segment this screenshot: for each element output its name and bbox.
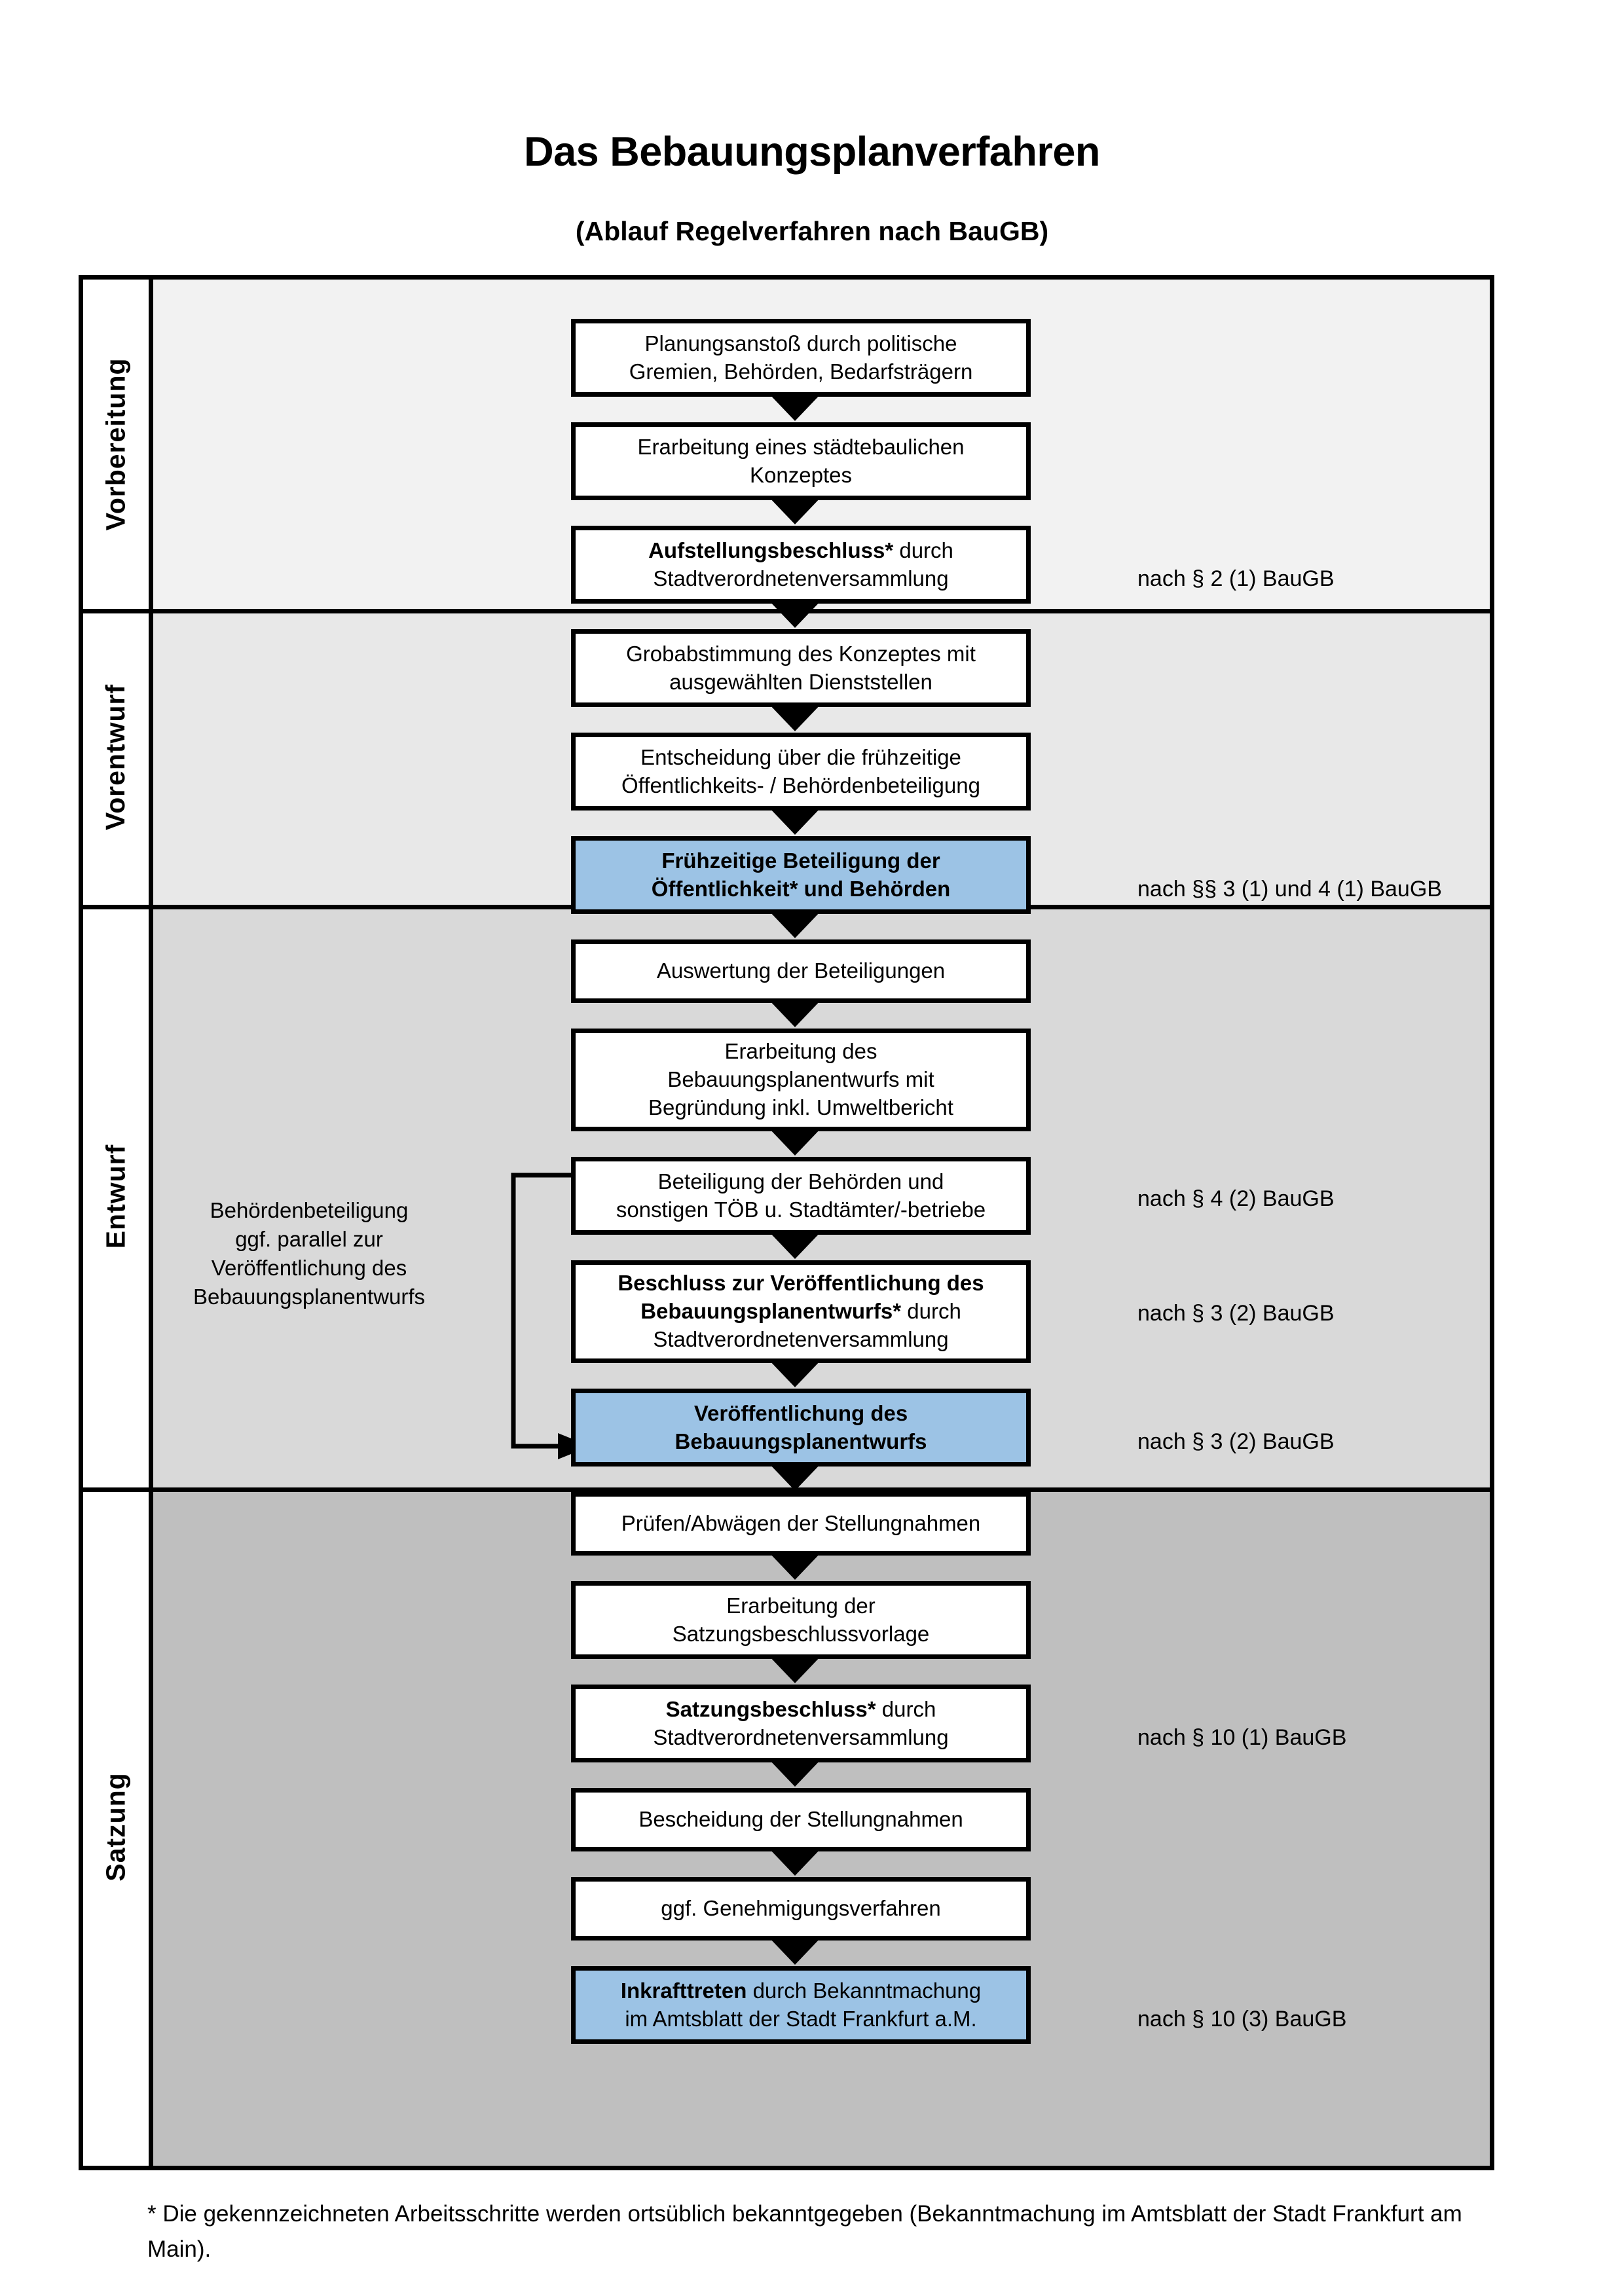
legal-note-aufstellungsbeschluss: nach § 2 (1) BauGB <box>1137 566 1335 591</box>
step-label-line: Erarbeitung des <box>724 1039 877 1064</box>
phase-label-vorentwurf: Vorentwurf <box>83 609 149 905</box>
step-label-line: ggf. Genehmigungsverfahren <box>661 1896 941 1921</box>
step-label-line: Bebauungsplanentwurfs <box>674 1429 927 1453</box>
flow-arrow <box>767 1230 822 1259</box>
step-label-line: Satzungsbeschluss* durch <box>665 1696 936 1721</box>
side-note-line: Veröffentlichung des <box>211 1255 407 1280</box>
flow-arrow <box>767 496 822 524</box>
side-note-behoerdenbeteiligung: Behördenbeteiligung ggf. parallel zur Ve… <box>168 1196 450 1311</box>
step-pruefen-abwaegen[interactable]: Prüfen/Abwägen der Stellungnahmen <box>571 1492 1031 1556</box>
phase-label-entwurf: Entwurf <box>83 905 149 1487</box>
legal-note-satzungsbeschluss: nach § 10 (1) BauGB <box>1137 1725 1347 1750</box>
step-label-line: Bebauungsplanentwurfs mit <box>667 1067 934 1092</box>
step-label-line: Erarbeitung der <box>726 1593 876 1618</box>
step-label-line: Satzungsbeschlussvorlage <box>672 1621 930 1646</box>
step-label-line: sonstigen TÖB u. Stadtämter/-betriebe <box>616 1197 986 1222</box>
step-label-line: Öffentlichkeits- / Behördenbeteiligung <box>621 773 980 797</box>
step-label-line: Auswertung der Beteiligungen <box>656 958 946 983</box>
phase-label-satzung: Satzung <box>83 1487 149 2166</box>
step-auswertung-beteiligungen[interactable]: Auswertung der Beteiligungen <box>571 939 1031 1003</box>
step-label-line: Aufstellungsbeschluss* durch <box>648 538 953 562</box>
phase-label-text: Entwurf <box>100 1144 131 1248</box>
flow-arrow <box>767 998 822 1027</box>
step-label-line: Gremien, Behörden, Bedarfsträgern <box>629 359 973 384</box>
step-label-line: Erarbeitung eines städtebaulichen <box>637 434 965 459</box>
step-label-line: Prüfen/Abwägen der Stellungnahmen <box>621 1511 981 1536</box>
step-label-line: Beteiligung der Behörden und <box>657 1169 944 1194</box>
flow-arrow <box>767 1127 822 1156</box>
side-note-line: Behördenbeteiligung <box>210 1198 409 1222</box>
step-bescheidung-stellungnahmen[interactable]: Bescheidung der Stellungnahmen <box>571 1788 1031 1851</box>
phase-label-text: Vorentwurf <box>100 683 131 830</box>
step-label-line: Veröffentlichung des <box>693 1400 908 1425</box>
legal-note-fruehzeitige: nach §§ 3 (1) und 4 (1) BauGB <box>1137 877 1442 902</box>
flowchart-frame: Vorbereitung Vorentwurf Entwurf Satzung … <box>79 275 1494 2170</box>
flow-arrow <box>767 599 822 628</box>
step-label-line: Frühzeitige Beteiligung der <box>661 848 940 873</box>
step-label-line: ausgewählten Dienststellen <box>669 669 932 694</box>
step-beteiligung-behoerden[interactable]: Beteiligung der Behörden und sonstigen TÖ… <box>571 1157 1031 1235</box>
legal-note-inkrafttreten: nach § 10 (3) BauGB <box>1137 2007 1347 2032</box>
page-title: Das Bebauungsplanverfahren <box>524 129 1100 175</box>
footnote: * Die gekennzeichneten Arbeitsschritte w… <box>147 2201 1462 2263</box>
legal-note-veroeffentlichung: nach § 3 (2) BauGB <box>1137 1429 1335 1454</box>
step-label-line: Stadtverordnetenversammlung <box>653 1724 949 1749</box>
step-grobabstimmung[interactable]: Grobabstimmung des Konzeptes mit ausgewäh… <box>571 629 1031 707</box>
phase-label-column-divider <box>149 280 153 2166</box>
phase-label-text: Vorbereitung <box>100 357 131 531</box>
flow-arrow <box>767 909 822 938</box>
step-label-line: Stadtverordnetenversammlung <box>653 1326 949 1351</box>
step-label-line: Entscheidung über die frühzeitige <box>640 744 961 769</box>
page-subtitle: (Ablauf Regelverfahren nach BauGB) <box>575 216 1049 246</box>
flow-arrow <box>767 1358 822 1387</box>
step-label-line: Begründung inkl. Umweltbericht <box>648 1095 953 1120</box>
legal-note-beschluss: nach § 3 (2) BauGB <box>1137 1301 1335 1326</box>
step-label-line: Konzeptes <box>750 462 852 487</box>
step-label-line: im Amtsblatt der Stadt Frankfurt a.M. <box>625 2006 977 2031</box>
flow-arrow <box>767 1654 822 1683</box>
step-label-line: Planungsanstoß durch politische <box>644 331 957 355</box>
step-label-line: Beschluss zur Veröffentlichung des <box>618 1271 984 1296</box>
flow-arrow <box>767 1758 822 1787</box>
flow-arrow <box>767 702 822 731</box>
legal-note-beteiligung-behoerden: nach § 4 (2) BauGB <box>1137 1186 1335 1211</box>
side-note-line: ggf. parallel zur <box>235 1226 383 1251</box>
flow-arrow <box>767 1936 822 1965</box>
flow-arrow <box>767 1847 822 1876</box>
flow-arrow <box>767 392 822 421</box>
flow-arrow <box>767 1462 822 1491</box>
phase-label-vorbereitung: Vorbereitung <box>83 280 149 609</box>
step-label-line: Inkrafttreten durch Bekanntmachung <box>620 1978 982 2003</box>
step-label-line: Bescheidung der Stellungnahmen <box>638 1807 963 1832</box>
flow-arrow <box>767 806 822 835</box>
step-inkrafttreten[interactable]: Inkrafttreten durch Bekanntmachung im Amt… <box>571 1966 1031 2044</box>
flow-arrow <box>767 1551 822 1580</box>
step-genehmigungsverfahren[interactable]: ggf. Genehmigungsverfahren <box>571 1877 1031 1941</box>
step-label-line: Grobabstimmung des Konzeptes mit <box>626 641 976 666</box>
side-note-line: Bebauungsplanentwurfs <box>193 1284 426 1309</box>
phase-label-text: Satzung <box>100 1772 131 1882</box>
step-label-line: Öffentlichkeit* und Behörden <box>651 876 951 901</box>
step-label-line: Stadtverordnetenversammlung <box>653 566 949 591</box>
step-label-line: Bebauungsplanentwurfs* durch <box>640 1299 961 1324</box>
